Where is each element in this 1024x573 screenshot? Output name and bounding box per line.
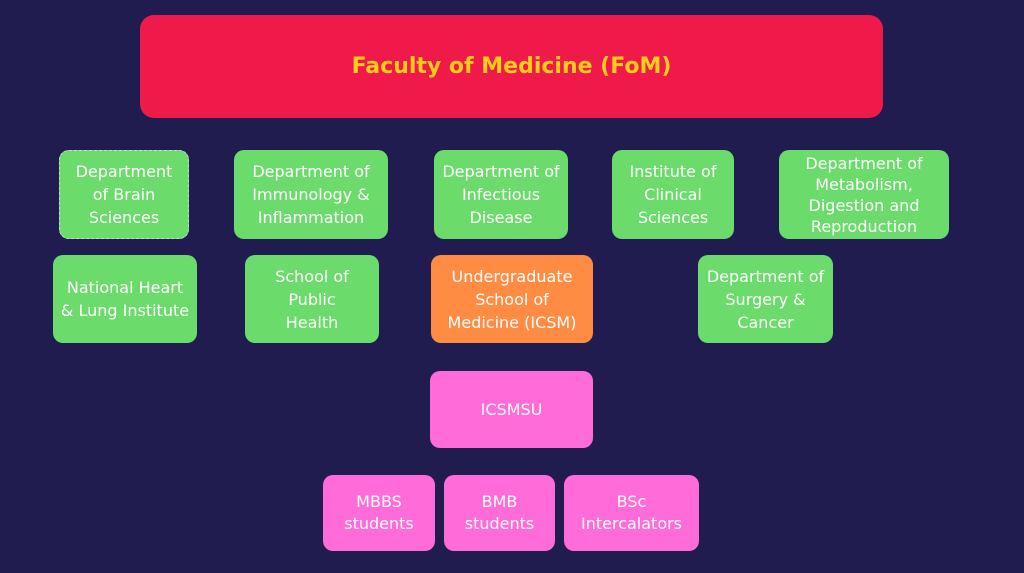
mbbs-students-box: MBBS students: [323, 475, 435, 551]
school-public-health-box: School of Public Health: [245, 255, 379, 343]
dept-immunology-box: Department of Immunology & Inflammation: [234, 150, 388, 239]
bsc-intercalators-box: BSc Intercalators: [564, 475, 699, 551]
faculty-of-medicine-box: Faculty of Medicine (FoM): [140, 15, 883, 118]
bsc-intercalators-label: BSc Intercalators: [580, 492, 683, 533]
mbbs-students-label: MBBS students: [344, 492, 414, 533]
school-public-health-label: School of Public Health: [275, 266, 349, 332]
icsmsu-label: ICSMSU: [480, 400, 543, 419]
dept-immunology-label: Department of Immunology & Inflammation: [252, 162, 370, 227]
bmb-students-box: BMB students: [444, 475, 555, 551]
dept-brain-sciences-label: Department of Brain Sciences: [75, 162, 173, 227]
dept-metabolism-box: Department of Metabolism, Digestion and …: [779, 150, 949, 239]
faculty-title: Faculty of Medicine (FoM): [351, 54, 672, 79]
dept-infectious-disease-label: Department of Infectious Disease: [442, 162, 560, 227]
national-heart-lung-box: National Heart & Lung Institute: [53, 255, 197, 343]
dept-brain-sciences-box[interactable]: Department of Brain Sciences: [59, 150, 189, 239]
institute-clinical-sciences-box: Institute of Clinical Sciences: [612, 150, 734, 239]
national-heart-lung-label: National Heart & Lung Institute: [60, 278, 190, 320]
bmb-students-label: BMB students: [464, 492, 535, 533]
institute-clinical-sciences-label: Institute of Clinical Sciences: [629, 162, 717, 227]
undergraduate-school-box: Undergraduate School of Medicine (ICSM): [431, 255, 593, 343]
dept-surgery-cancer-label: Department of Surgery & Cancer: [706, 266, 825, 332]
undergraduate-school-label: Undergraduate School of Medicine (ICSM): [447, 266, 577, 332]
dept-surgery-cancer-box: Department of Surgery & Cancer: [698, 255, 833, 343]
dept-metabolism-label: Department of Metabolism, Digestion and …: [805, 153, 923, 236]
dept-infectious-disease-box: Department of Infectious Disease: [434, 150, 568, 239]
icsmsu-box: ICSMSU: [430, 371, 593, 448]
